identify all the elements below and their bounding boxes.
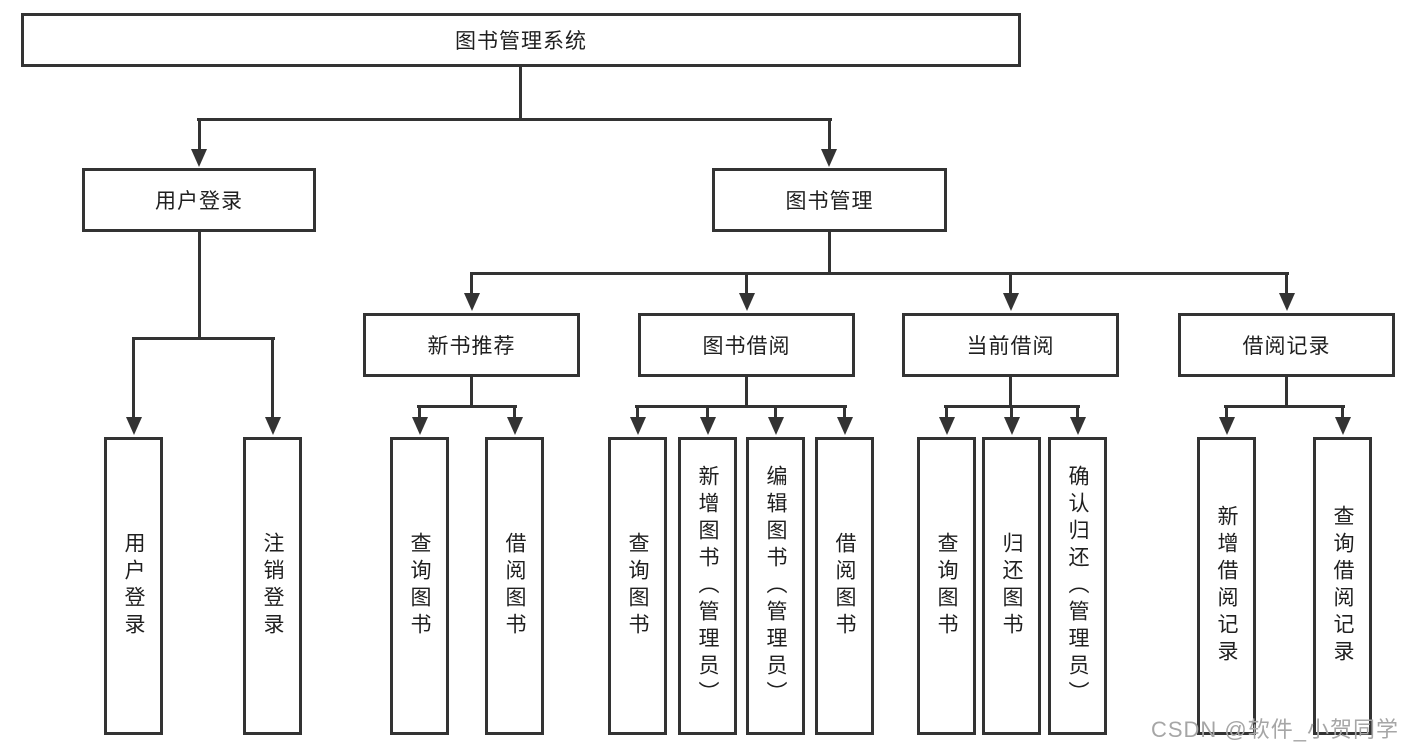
leaf-current-query-book-label: 查询图书 (935, 532, 958, 640)
connector-arrow-stem (828, 120, 831, 155)
arrowhead-down-icon (837, 417, 853, 435)
arrowhead-down-icon (768, 417, 784, 435)
connector-arrow-stem (774, 407, 777, 423)
leaf-recommend-query-book-label: 查询图书 (408, 532, 431, 640)
leaf-user-login: 用户登录 (104, 437, 163, 735)
connector-arrow-stem (1009, 274, 1012, 299)
leaf-borrow-query-book: 查询图书 (608, 437, 667, 735)
arrowhead-down-icon (1219, 417, 1235, 435)
leaf-borrow-edit-book: 编辑图书（管理员） (746, 437, 805, 735)
leaf-recommend-query-book: 查询图书 (390, 437, 449, 735)
node-book-management: 图书管理 (712, 168, 947, 232)
connector-userlogin-hline (132, 337, 275, 340)
leaf-logout: 注销登录 (243, 437, 302, 735)
csdn-watermark: CSDN @软件_小贺同学 (1150, 717, 1399, 742)
leaf-logout-label: 注销登录 (261, 532, 284, 640)
leaf-borrow-borrow-book-label: 借阅图书 (833, 532, 856, 640)
leaf-current-query-book: 查询图书 (917, 437, 976, 735)
connector-record-hline (1224, 405, 1345, 408)
connector-arrow-stem (1341, 407, 1344, 423)
arrowhead-down-icon (939, 417, 955, 435)
node-book-management-label: 图书管理 (785, 190, 874, 213)
arrowhead-down-icon (265, 417, 281, 435)
arrowhead-down-icon (1004, 417, 1020, 435)
connector-arrow-stem (843, 407, 846, 423)
arrowhead-down-icon (1279, 293, 1295, 311)
connector-root-stub (519, 65, 522, 120)
leaf-current-return-book: 归还图书 (982, 437, 1041, 735)
arrowhead-down-icon (700, 417, 716, 435)
leaf-record-add: 新增借阅记录 (1197, 437, 1256, 735)
arrowhead-down-icon (464, 293, 480, 311)
leaf-borrow-edit-book-label: 编辑图书（管理员） (764, 464, 787, 708)
node-user-login: 用户登录 (82, 168, 316, 232)
arrowhead-down-icon (821, 149, 837, 167)
connector-current-hline (944, 405, 1080, 408)
leaf-borrow-add-book-label: 新增图书（管理员） (696, 464, 719, 708)
arrowhead-down-icon (126, 417, 142, 435)
node-book-borrow-label: 图书借阅 (702, 335, 791, 358)
leaf-current-confirm-return: 确认归还（管理员） (1048, 437, 1107, 735)
connector-arrow-stem (470, 274, 473, 299)
leaf-borrow-borrow-book: 借阅图书 (815, 437, 874, 735)
arrowhead-down-icon (507, 417, 523, 435)
connector-recommend-hline (417, 405, 517, 408)
node-user-login-label: 用户登录 (155, 190, 243, 213)
node-new-book-recommend-label: 新书推荐 (427, 335, 516, 358)
arrowhead-down-icon (1003, 293, 1019, 311)
leaf-record-add-label: 新增借阅记录 (1215, 505, 1238, 667)
connector-current-stub (1009, 375, 1012, 407)
connector-arrow-stem (271, 339, 274, 423)
leaf-borrow-add-book: 新增图书（管理员） (678, 437, 737, 735)
connector-arrow-stem (1076, 407, 1079, 423)
connector-arrow-stem (198, 120, 201, 155)
connector-root-hline (197, 118, 832, 121)
connector-borrow-stub (745, 375, 748, 407)
connector-arrow-stem (706, 407, 709, 423)
connector-bookmgmt-stub (828, 230, 831, 274)
connector-recommend-stub (470, 375, 473, 407)
connector-arrow-stem (1225, 407, 1228, 423)
leaf-borrow-query-book-label: 查询图书 (626, 532, 649, 640)
connector-arrow-stem (636, 407, 639, 423)
node-current-borrow: 当前借阅 (902, 313, 1119, 377)
leaf-user-login-label: 用户登录 (122, 532, 145, 640)
arrowhead-down-icon (630, 417, 646, 435)
arrowhead-down-icon (191, 149, 207, 167)
node-borrow-record-label: 借阅记录 (1242, 335, 1331, 358)
connector-userlogin-stub (198, 230, 201, 339)
arrowhead-down-icon (739, 293, 755, 311)
arrowhead-down-icon (412, 417, 428, 435)
connector-arrow-stem (513, 407, 516, 423)
connector-arrow-stem (1285, 274, 1288, 299)
node-new-book-recommend: 新书推荐 (363, 313, 580, 377)
leaf-recommend-borrow-book-label: 借阅图书 (503, 532, 526, 640)
leaf-record-query: 查询借阅记录 (1313, 437, 1372, 735)
leaf-current-confirm-return-label: 确认归还（管理员） (1066, 464, 1089, 708)
leaf-current-return-book-label: 归还图书 (1000, 532, 1023, 640)
connector-arrow-stem (745, 274, 748, 299)
node-root-label: 图书管理系统 (455, 30, 587, 53)
node-book-borrow: 图书借阅 (638, 313, 855, 377)
node-root: 图书管理系统 (21, 13, 1021, 67)
connector-arrow-stem (1010, 407, 1013, 423)
connector-record-stub (1285, 375, 1288, 407)
node-current-borrow-label: 当前借阅 (966, 335, 1055, 358)
leaf-recommend-borrow-book: 借阅图书 (485, 437, 544, 735)
connector-arrow-stem (418, 407, 421, 423)
connector-bookmgmt-hline (470, 272, 1289, 275)
arrowhead-down-icon (1335, 417, 1351, 435)
node-borrow-record: 借阅记录 (1178, 313, 1395, 377)
arrowhead-down-icon (1070, 417, 1086, 435)
connector-borrow-hline (635, 405, 847, 408)
connector-arrow-stem (945, 407, 948, 423)
leaf-record-query-label: 查询借阅记录 (1331, 505, 1354, 667)
connector-arrow-stem (132, 339, 135, 423)
